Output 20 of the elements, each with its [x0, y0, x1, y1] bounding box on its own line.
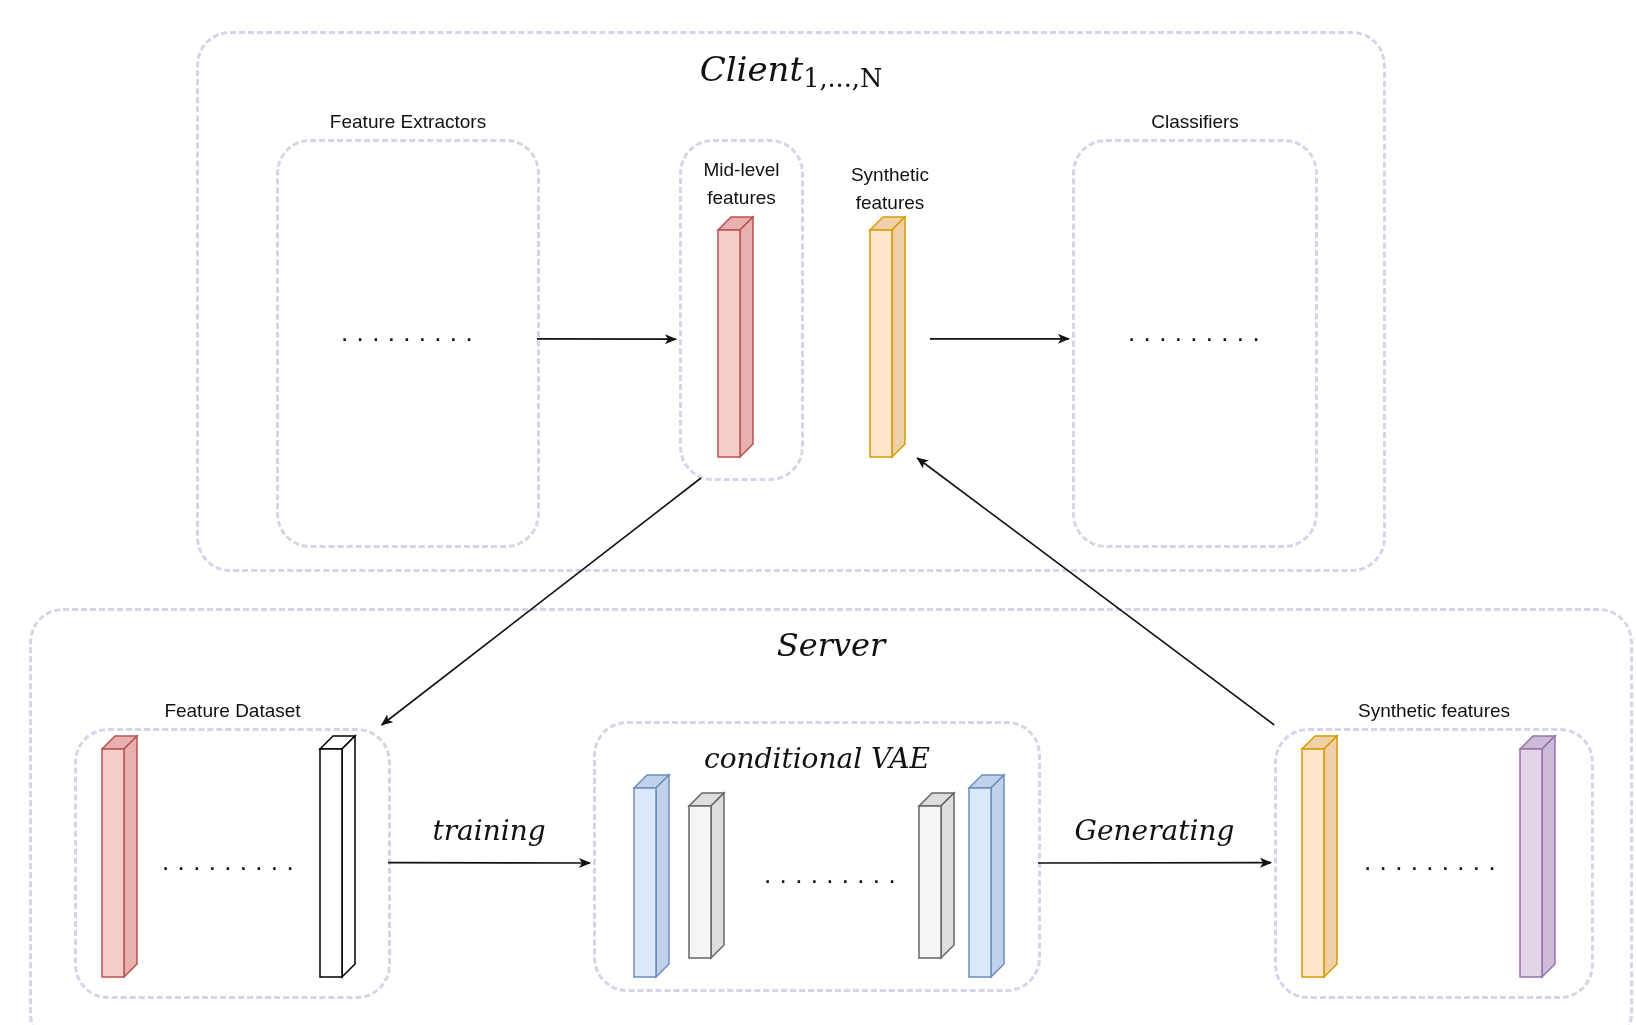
group-title: Synthetic features: [1356, 699, 1512, 723]
ellipsis-dots: .........: [341, 315, 481, 349]
group-title: Feature Dataset: [163, 699, 302, 723]
bar-title: Synthetic features: [849, 163, 931, 215]
arrow: [387, 857, 591, 868]
ellipsis-dots: .........: [764, 857, 904, 891]
group-title: conditional VAE: [703, 741, 931, 777]
group-title: Server: [776, 625, 886, 666]
arrow: [929, 333, 1070, 344]
group-title: Client$_{1,...,N}$: [699, 48, 883, 95]
arrow: [1037, 857, 1272, 868]
group-title: Feature Extractors: [328, 110, 488, 134]
group-title: Mid-level features: [702, 158, 781, 210]
arrow: [380, 477, 702, 726]
arrow: [916, 457, 1275, 726]
group-title: Classifiers: [1150, 110, 1240, 134]
ellipsis-dots: .........: [1364, 844, 1504, 878]
arrow: [536, 334, 677, 345]
ellipsis-dots: .........: [162, 844, 302, 878]
ellipsis-dots: .........: [1128, 315, 1268, 349]
